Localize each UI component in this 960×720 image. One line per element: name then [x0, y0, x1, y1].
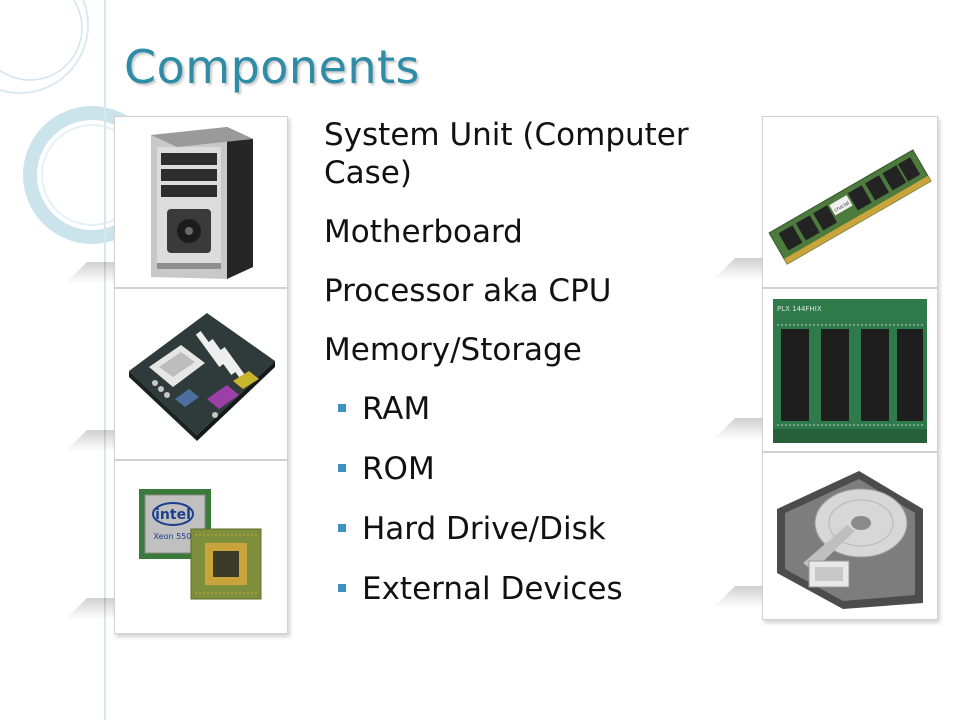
- cpu-picture: intel Xeon 5500: [114, 460, 288, 634]
- rom-picture: PLX 144FHIX: [762, 288, 938, 452]
- motherboard-icon: [129, 313, 275, 441]
- decorative-circles: [0, 0, 140, 244]
- rom-chip-board-icon: PLX 144FHIX: [773, 299, 927, 443]
- bullet-list: System Unit (Computer Case) Motherboard …: [324, 116, 754, 630]
- hard-drive-icon: [777, 471, 923, 609]
- list-item: Processor aka CPU: [324, 273, 612, 309]
- sub-item-label: External Devices: [362, 571, 623, 607]
- slide-title: Components: [124, 40, 421, 94]
- sub-list-item: Hard Drive/Disk: [324, 510, 754, 548]
- divider-line: [104, 0, 106, 720]
- list-item: Memory/Storage: [324, 332, 582, 368]
- sub-list-item: External Devices: [324, 570, 754, 608]
- list-item: Motherboard: [324, 214, 523, 250]
- cpu-brand-label: intel: [155, 507, 191, 523]
- square-bullet-icon: [338, 464, 346, 472]
- sub-list-item: ROM: [324, 450, 754, 488]
- ram-module-icon: crucial: [768, 149, 932, 265]
- computer-case-picture: [114, 116, 288, 288]
- list-item: System Unit (Computer Case): [324, 117, 689, 191]
- ram-picture: crucial: [762, 116, 938, 288]
- sub-item-label: RAM: [362, 391, 431, 427]
- cpu-chip-icon: intel Xeon 5500: [139, 489, 262, 600]
- cpu-model-label: Xeon 5500: [154, 532, 197, 541]
- square-bullet-icon: [338, 524, 346, 532]
- board-label: PLX 144FHIX: [777, 305, 822, 313]
- sub-item-label: ROM: [362, 451, 435, 487]
- sub-item-label: Hard Drive/Disk: [362, 511, 606, 547]
- sub-list-item: RAM: [324, 390, 754, 428]
- square-bullet-icon: [338, 584, 346, 592]
- motherboard-picture: [114, 288, 288, 460]
- hard-drive-picture: [762, 452, 938, 620]
- computer-case-icon: [151, 127, 253, 279]
- square-bullet-icon: [338, 404, 346, 412]
